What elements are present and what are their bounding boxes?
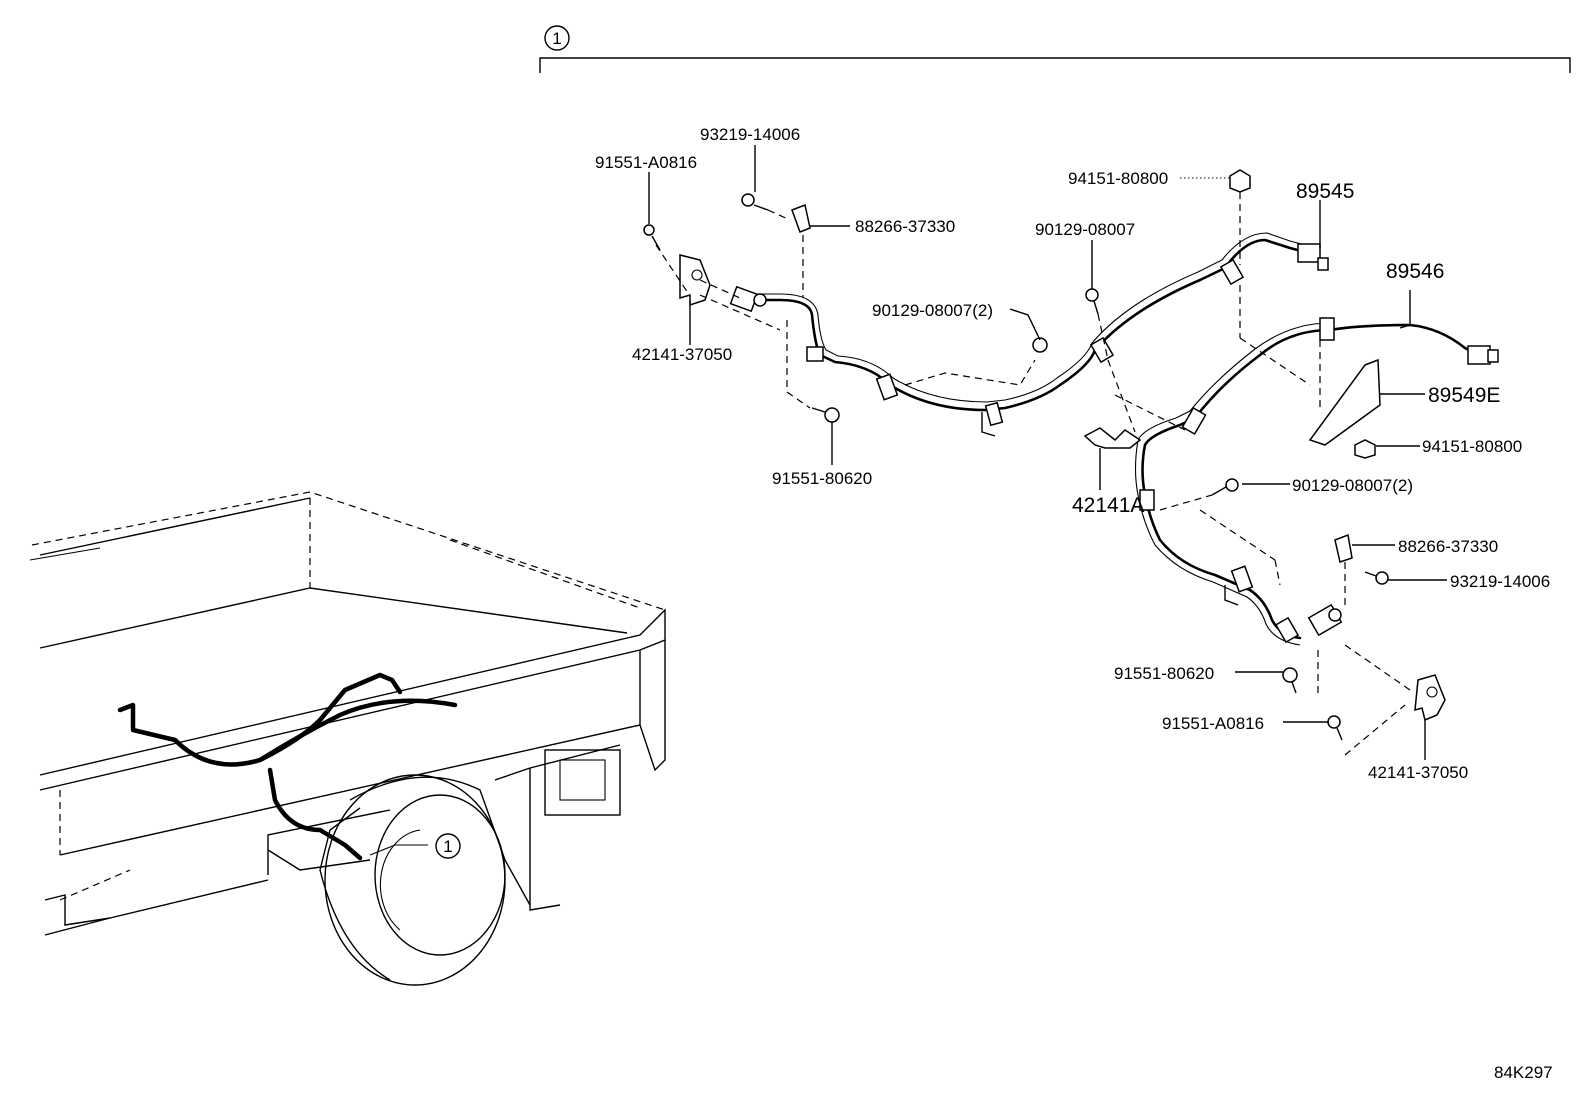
label-42141A: 42141A	[1072, 494, 1144, 517]
label-90129-08007-2-right: 90129-08007(2)	[1292, 476, 1413, 495]
hardware	[643, 169, 1446, 741]
label-42141-37050-left: 42141-37050	[632, 345, 732, 364]
leader-lines	[648, 145, 1447, 760]
label-89549E: 89549E	[1428, 384, 1500, 407]
wire-89546	[1134, 317, 1499, 646]
label-88266-37330-right: 88266-37330	[1398, 537, 1498, 556]
label-91551-80620-left: 91551-80620	[772, 469, 872, 488]
callout-marker-truck: 1	[443, 837, 452, 856]
label-42141-37050-right: 42141-37050	[1368, 763, 1468, 782]
figure-code: 84K297	[1494, 1063, 1553, 1082]
truck-illustration: 1	[29, 491, 666, 986]
label-90129-08007: 90129-08007	[1035, 220, 1135, 239]
label-88266-37330-top: 88266-37330	[855, 217, 955, 236]
label-90129-08007-2-mid: 90129-08007(2)	[872, 301, 993, 320]
label-89546: 89546	[1386, 260, 1444, 283]
part-labels: 93219-14006 91551-A0816 88266-37330 4214…	[595, 125, 1550, 782]
assembly-bracket: 1	[539, 25, 1571, 73]
label-93219-14006-right: 93219-14006	[1450, 572, 1550, 591]
label-93219-14006-top: 93219-14006	[700, 125, 800, 144]
wire-89545	[729, 232, 1329, 437]
label-91551-A0816-top: 91551-A0816	[595, 153, 697, 172]
callout-marker-top: 1	[552, 29, 561, 48]
label-91551-A0816-right: 91551-A0816	[1162, 714, 1264, 733]
label-89545: 89545	[1296, 180, 1354, 203]
assembly-lines	[655, 192, 1411, 756]
label-91551-80620-right: 91551-80620	[1114, 664, 1214, 683]
label-94151-80800-top: 94151-80800	[1068, 169, 1168, 188]
label-94151-80800-right: 94151-80800	[1422, 437, 1522, 456]
